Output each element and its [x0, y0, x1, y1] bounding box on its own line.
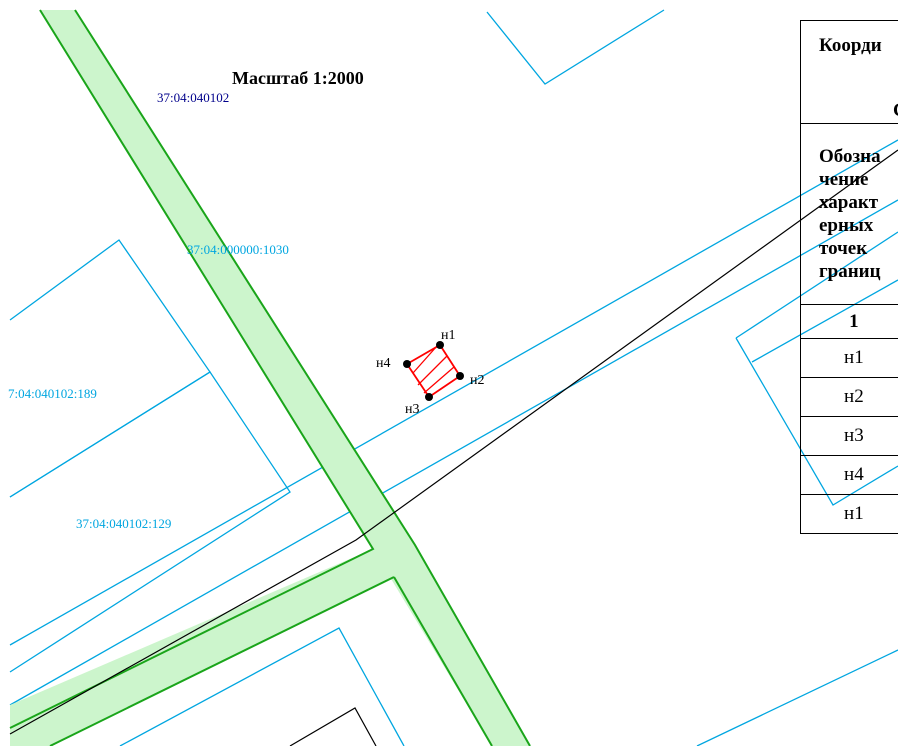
- road-border-left: [9, 9, 375, 729]
- column-header-cell: Обозна чение характ ерных точек границ: [800, 123, 898, 305]
- table-row-n1: н1: [800, 338, 898, 378]
- point-marker-n2: [456, 372, 464, 380]
- parcel-129-boundary: [9, 371, 291, 673]
- table-row-n3: н3: [800, 416, 898, 456]
- column-header-line3: характ: [819, 192, 879, 213]
- point-label-n3: н3: [405, 402, 420, 417]
- table-row-n4: н4: [800, 455, 898, 495]
- road-parcel: [9, 9, 531, 746]
- parcel-hatch-2: [417, 355, 448, 386]
- south-building-outline: [289, 707, 377, 746]
- road-border-right: [74, 9, 531, 746]
- surveyed-parcel: н1 н2 н3 н4: [376, 328, 485, 417]
- column-number-cell: 1: [800, 304, 898, 339]
- table-title-line2: С: [819, 58, 898, 123]
- table-row-n1-closing: н1: [800, 494, 898, 534]
- southeast-boundary: [696, 649, 898, 746]
- point-label-n1: н1: [441, 328, 456, 343]
- road-band-lower: [10, 549, 394, 746]
- table-row-n2: н2: [800, 377, 898, 417]
- table-title-line1: Коорди: [819, 35, 882, 56]
- road-boundary-north: [9, 139, 898, 646]
- road-boundary-south: [9, 199, 898, 706]
- parcel-129-label: 37:04:040102:129: [76, 516, 171, 531]
- quarter-label: 37:04:040102: [157, 90, 229, 105]
- survey-lines: [9, 149, 898, 746]
- column-header-line6: границ: [819, 261, 881, 282]
- point-marker-n1: [436, 341, 444, 349]
- road-border-lower: [49, 576, 395, 746]
- point-marker-n4: [403, 360, 411, 368]
- road-band-vertical: [40, 10, 530, 746]
- column-header-line1: Обозна: [819, 146, 881, 167]
- survey-line-main: [9, 149, 898, 735]
- point-label-n4: н4: [376, 356, 391, 371]
- column-header-line4: ерных: [819, 215, 874, 236]
- table-title-cell: Коорди С: [800, 20, 898, 124]
- point-marker-n3: [425, 393, 433, 401]
- parcel-hatch-3: [423, 366, 455, 394]
- parcel-189-boundary: [9, 239, 211, 498]
- south-parcel-boundary: [119, 627, 405, 746]
- coordinates-table: Коорди С Обозна чение характ ерных точек…: [800, 20, 898, 534]
- column-header-line5: точек: [819, 238, 868, 259]
- parcel-hatch-1: [412, 345, 438, 374]
- parcel-189-label: 7:04:040102:189: [8, 386, 97, 401]
- point-label-n2: н2: [470, 373, 485, 388]
- quarter-boundary-top: [486, 9, 665, 85]
- scale-label: Масштаб 1:2000: [232, 68, 364, 88]
- column-header-line2: чение: [819, 169, 869, 190]
- road-border-cap: [393, 576, 493, 746]
- road-parcel-label: 37:04:000000:1030: [187, 242, 289, 257]
